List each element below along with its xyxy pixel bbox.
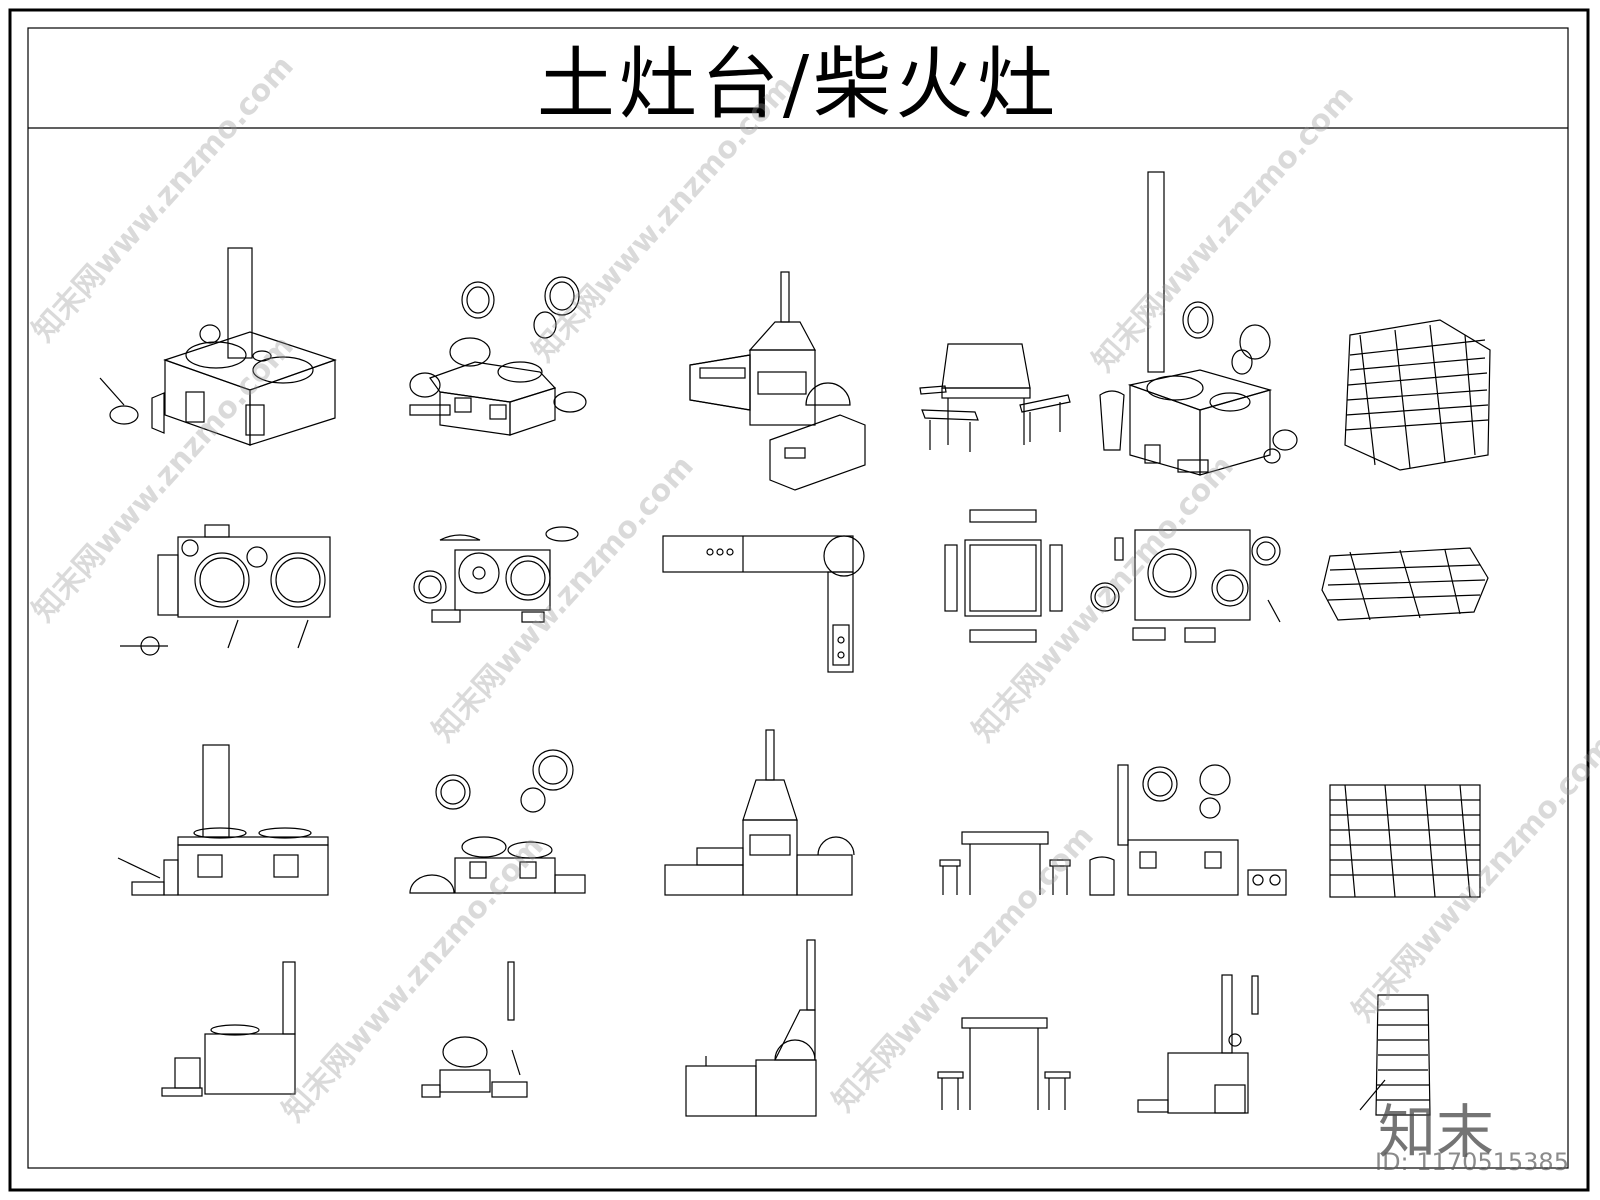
- iso-stove-two-pot: [99, 247, 337, 446]
- plan-stove-chimney: [1090, 529, 1281, 643]
- side-stove-with-plates: [421, 961, 528, 1098]
- plan-firewood-pile: [1321, 547, 1489, 621]
- brand-watermark: 知末: [1378, 1098, 1495, 1166]
- iso-firewood-pile: [1344, 319, 1491, 471]
- iso-stove-chimney: [1099, 171, 1298, 476]
- front-outdoor-kitchen: [664, 729, 855, 896]
- iso-table-benches: [919, 343, 1071, 452]
- iso-stove-with-plates: [409, 276, 587, 436]
- page-title: 土灶台/柴火灶: [536, 40, 1060, 130]
- inner-frame: [27, 27, 1569, 1169]
- iso-outdoor-kitchen: [689, 271, 866, 491]
- side-table-benches: [937, 1017, 1071, 1110]
- front-stove-two-pot: [117, 744, 329, 896]
- outer-frame: [8, 8, 1590, 1192]
- plan-table-benches: [944, 509, 1063, 643]
- image-id-label: ID: 1170515385: [1375, 1148, 1569, 1176]
- front-firewood-pile: [1329, 784, 1481, 898]
- side-stove-chimney: [1137, 974, 1259, 1114]
- plan-outdoor-kitchen: [662, 535, 865, 673]
- side-outdoor-kitchen: [685, 939, 817, 1117]
- side-firewood-pile: [1359, 994, 1431, 1116]
- plan-stove-two-pot: [120, 524, 331, 656]
- front-table-benches: [939, 831, 1071, 895]
- front-stove-chimney: [1089, 764, 1287, 896]
- front-stove-with-plates: [409, 749, 586, 894]
- plan-stove-with-plates: [413, 526, 579, 623]
- side-stove-two-pot: [161, 961, 296, 1097]
